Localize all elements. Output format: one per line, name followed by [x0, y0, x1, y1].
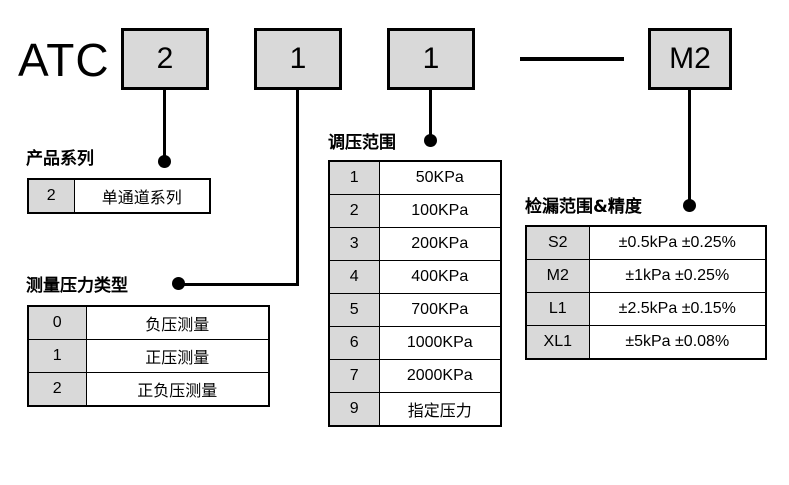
cell-desc: 100KPa	[378, 194, 502, 228]
cell-code: 9	[328, 392, 380, 427]
leader-dot-series	[158, 155, 171, 168]
heading-pressure-range: 调压范围	[328, 133, 396, 153]
table-row: L1 ±2.5kPa ±0.15%	[525, 292, 767, 326]
leader-line-pressure-type-horizontal	[178, 283, 299, 286]
table-row: 9 指定压力	[328, 392, 502, 427]
cell-desc: 正压测量	[85, 339, 270, 373]
cell-desc: 负压测量	[85, 305, 270, 340]
leader-line-pressure-range	[429, 90, 432, 142]
table-row: 4 400KPa	[328, 260, 502, 294]
table-row: 2 100KPa	[328, 194, 502, 228]
cell-code: 2	[328, 194, 380, 228]
cell-code: 3	[328, 227, 380, 261]
cell-code: 1	[328, 160, 380, 195]
table-row: XL1 ±5kPa ±0.08%	[525, 325, 767, 360]
cell-desc: 50KPa	[378, 160, 502, 195]
table-pressure-type: 0 负压测量 1 正压测量 2 正负压测量	[27, 305, 270, 407]
leader-dot-pressure-type	[172, 277, 185, 290]
cell-desc: 单通道系列	[73, 178, 211, 214]
cell-desc: ±1kPa ±0.25%	[588, 259, 767, 293]
code-segment-pressure-range[interactable]: 1	[387, 28, 475, 90]
cell-desc: 指定压力	[378, 392, 502, 427]
leader-line-pressure-type-vertical	[296, 90, 299, 286]
cell-desc: ±5kPa ±0.08%	[588, 325, 767, 360]
code-segment-leak-range[interactable]: M2	[648, 28, 732, 90]
leader-line-series	[163, 90, 166, 162]
leader-dot-pressure-range	[424, 134, 437, 147]
cell-code: S2	[525, 225, 590, 260]
table-row: 2 单通道系列	[27, 178, 211, 214]
table-row: 1 正压测量	[27, 339, 270, 373]
table-row: 2 正负压测量	[27, 372, 270, 407]
leader-line-leak-range	[688, 90, 691, 206]
cell-desc: 200KPa	[378, 227, 502, 261]
cell-code: M2	[525, 259, 590, 293]
cell-code: 4	[328, 260, 380, 294]
cell-desc: 2000KPa	[378, 359, 502, 393]
cell-code: XL1	[525, 325, 590, 360]
cell-code: 5	[328, 293, 380, 327]
table-row: 3 200KPa	[328, 227, 502, 261]
brand-label: ATC	[18, 34, 110, 86]
code-segment-pressure-type[interactable]: 1	[254, 28, 342, 90]
table-row: 5 700KPa	[328, 293, 502, 327]
table-product-series: 2 单通道系列	[27, 178, 211, 214]
cell-code: 2	[27, 178, 75, 214]
cell-desc: 700KPa	[378, 293, 502, 327]
table-row: 6 1000KPa	[328, 326, 502, 360]
cell-desc: 400KPa	[378, 260, 502, 294]
cell-code: 7	[328, 359, 380, 393]
cell-code: 6	[328, 326, 380, 360]
cell-desc: ±0.5kPa ±0.25%	[588, 225, 767, 260]
cell-desc: 正负压测量	[85, 372, 270, 407]
table-row: M2 ±1kPa ±0.25%	[525, 259, 767, 293]
cell-desc: ±2.5kPa ±0.15%	[588, 292, 767, 326]
cell-code: 0	[27, 305, 87, 340]
table-row: 7 2000KPa	[328, 359, 502, 393]
table-row: 0 负压测量	[27, 305, 270, 340]
heading-leak-range: 检漏范围&精度	[525, 197, 642, 217]
cell-code: 2	[27, 372, 87, 407]
leader-dot-leak-range	[683, 199, 696, 212]
heading-product-series: 产品系列	[26, 149, 94, 169]
cell-code: 1	[27, 339, 87, 373]
table-pressure-range: 1 50KPa 2 100KPa 3 200KPa 4 400KPa 5 700…	[328, 160, 502, 427]
heading-pressure-type: 测量压力类型	[26, 276, 128, 296]
cell-code: L1	[525, 292, 590, 326]
cell-desc: 1000KPa	[378, 326, 502, 360]
table-leak-range: S2 ±0.5kPa ±0.25% M2 ±1kPa ±0.25% L1 ±2.…	[525, 225, 767, 360]
table-row: 1 50KPa	[328, 160, 502, 195]
code-segment-series[interactable]: 2	[121, 28, 209, 90]
table-row: S2 ±0.5kPa ±0.25%	[525, 225, 767, 260]
code-separator-dash	[520, 57, 624, 61]
